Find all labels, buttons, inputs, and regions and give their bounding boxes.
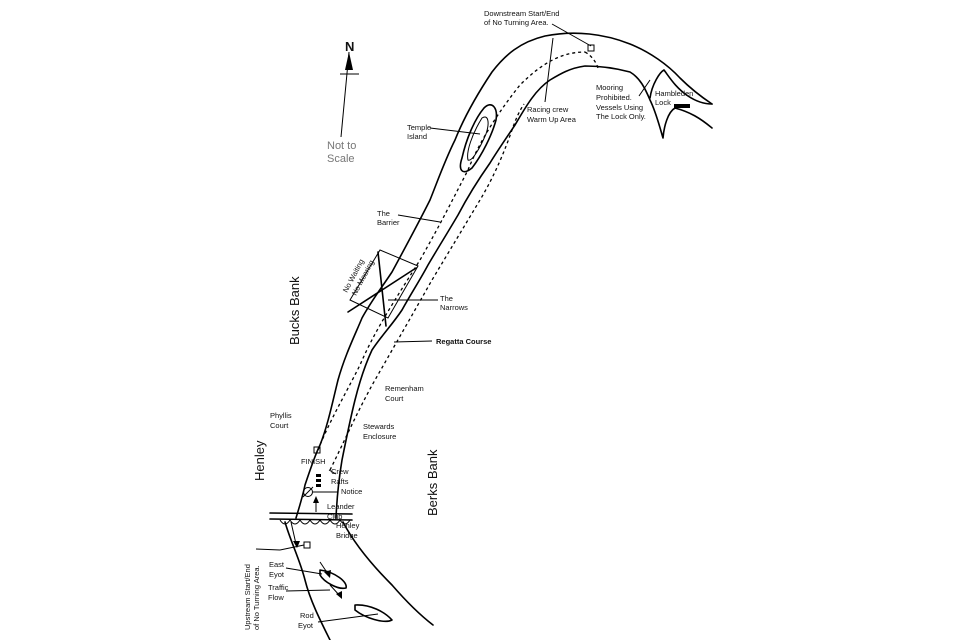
east-eyot-label-2: Eyot [269, 570, 285, 579]
north-label: N [345, 39, 354, 54]
narrows-label-2: Narrows [440, 303, 468, 312]
phyllis-label-1: Phyllis [270, 411, 292, 420]
mooring-label-1: Mooring [596, 83, 623, 92]
crew-rafts-marks [316, 474, 321, 487]
henley-bridge-bottom [269, 518, 353, 521]
north-arrow-head [345, 52, 353, 70]
crew-rafts-label-2: Rafts [331, 477, 349, 486]
henley-bridge-label-1: Henley [336, 521, 360, 530]
stewards-label-2: Enclosure [363, 432, 396, 441]
bucks-bank-label: Bucks Bank [287, 276, 302, 345]
henley-label: Henley [252, 440, 267, 481]
upstream-marker [303, 541, 311, 549]
upstream-label-1: Upstream Start/End [243, 564, 252, 630]
notice-label: Notice [341, 487, 362, 496]
finish-marker [313, 446, 321, 454]
henley-bridge-arches [279, 519, 351, 525]
mooring-label-2: Prohibited. [596, 93, 632, 102]
temple-label-1: Temple [407, 123, 431, 132]
downstream-label-1: Downstream Start/End [484, 9, 559, 18]
henley-bridge-top [269, 512, 353, 515]
upstream-label-2: of No Turning Area. [252, 565, 261, 630]
mooring-label-3: Vessels Using [596, 103, 643, 112]
regatta-course [317, 51, 599, 471]
rod-eyot-label-2: Eyot [298, 621, 314, 630]
course-top-curve [584, 51, 599, 69]
lock-gates-icon [674, 104, 690, 108]
barrier-label-1: The [377, 209, 390, 218]
narrows-label-1: The [440, 294, 453, 303]
mooring-label-4: The Lock Only. [596, 112, 646, 121]
hambleden-label-1: Hambleden [655, 89, 693, 98]
scale-note-line1: Not to [327, 140, 356, 152]
hambleden-label-2: Lock [655, 98, 671, 107]
racing-crew-label-2: Warm Up Area [527, 115, 577, 124]
no-waiting-cross-b [377, 251, 387, 327]
notice-icon [302, 486, 314, 498]
lower-west-bank [284, 521, 331, 640]
lower-east-bank [342, 521, 434, 626]
regatta-course-label: Regatta Course [436, 337, 491, 346]
crew-rafts-label-1: Crew [331, 467, 349, 476]
course-east-line [329, 103, 525, 471]
remenham-label-1: Remenham [385, 384, 424, 393]
scale-note-line2: Scale [327, 153, 355, 165]
racing-crew-label-1: Racing crew [527, 105, 569, 114]
east-eyot-label-1: East [269, 560, 285, 569]
barrier-label-2: Barrier [377, 218, 400, 227]
phyllis-label-2: Court [270, 421, 289, 430]
temple-island-inner [467, 116, 489, 161]
finish-label: FINISH [301, 457, 326, 466]
remenham-label-2: Court [385, 394, 404, 403]
leader-lines [255, 23, 651, 623]
leander-label-2: Club [327, 512, 342, 521]
hambleden-channel [649, 69, 713, 105]
no-waiting-zone [347, 249, 419, 327]
arrow-bridge [290, 521, 297, 545]
henley-bridge-label-2: Bridge [336, 531, 358, 540]
north-arrow: N [340, 39, 359, 138]
leander-label-1: Leander [327, 502, 355, 511]
east-eyot [319, 569, 347, 590]
rod-eyot [354, 604, 393, 623]
temple-island [459, 104, 498, 173]
no-waiting-box [349, 249, 419, 319]
temple-label-2: Island [407, 132, 427, 141]
stewards-label-1: Stewards [363, 422, 395, 431]
rod-eyot-label-1: Rod [300, 611, 314, 620]
berks-bank-label: Berks Bank [425, 449, 440, 516]
berks-bank-line [335, 65, 713, 519]
downstream-marker [587, 44, 595, 52]
traffic-label-1: Traffic [268, 583, 289, 592]
traffic-label-2: Flow [268, 593, 284, 602]
downstream-label-2: of No Turning Area. [484, 18, 549, 27]
traffic-flow-arrows [290, 496, 342, 599]
